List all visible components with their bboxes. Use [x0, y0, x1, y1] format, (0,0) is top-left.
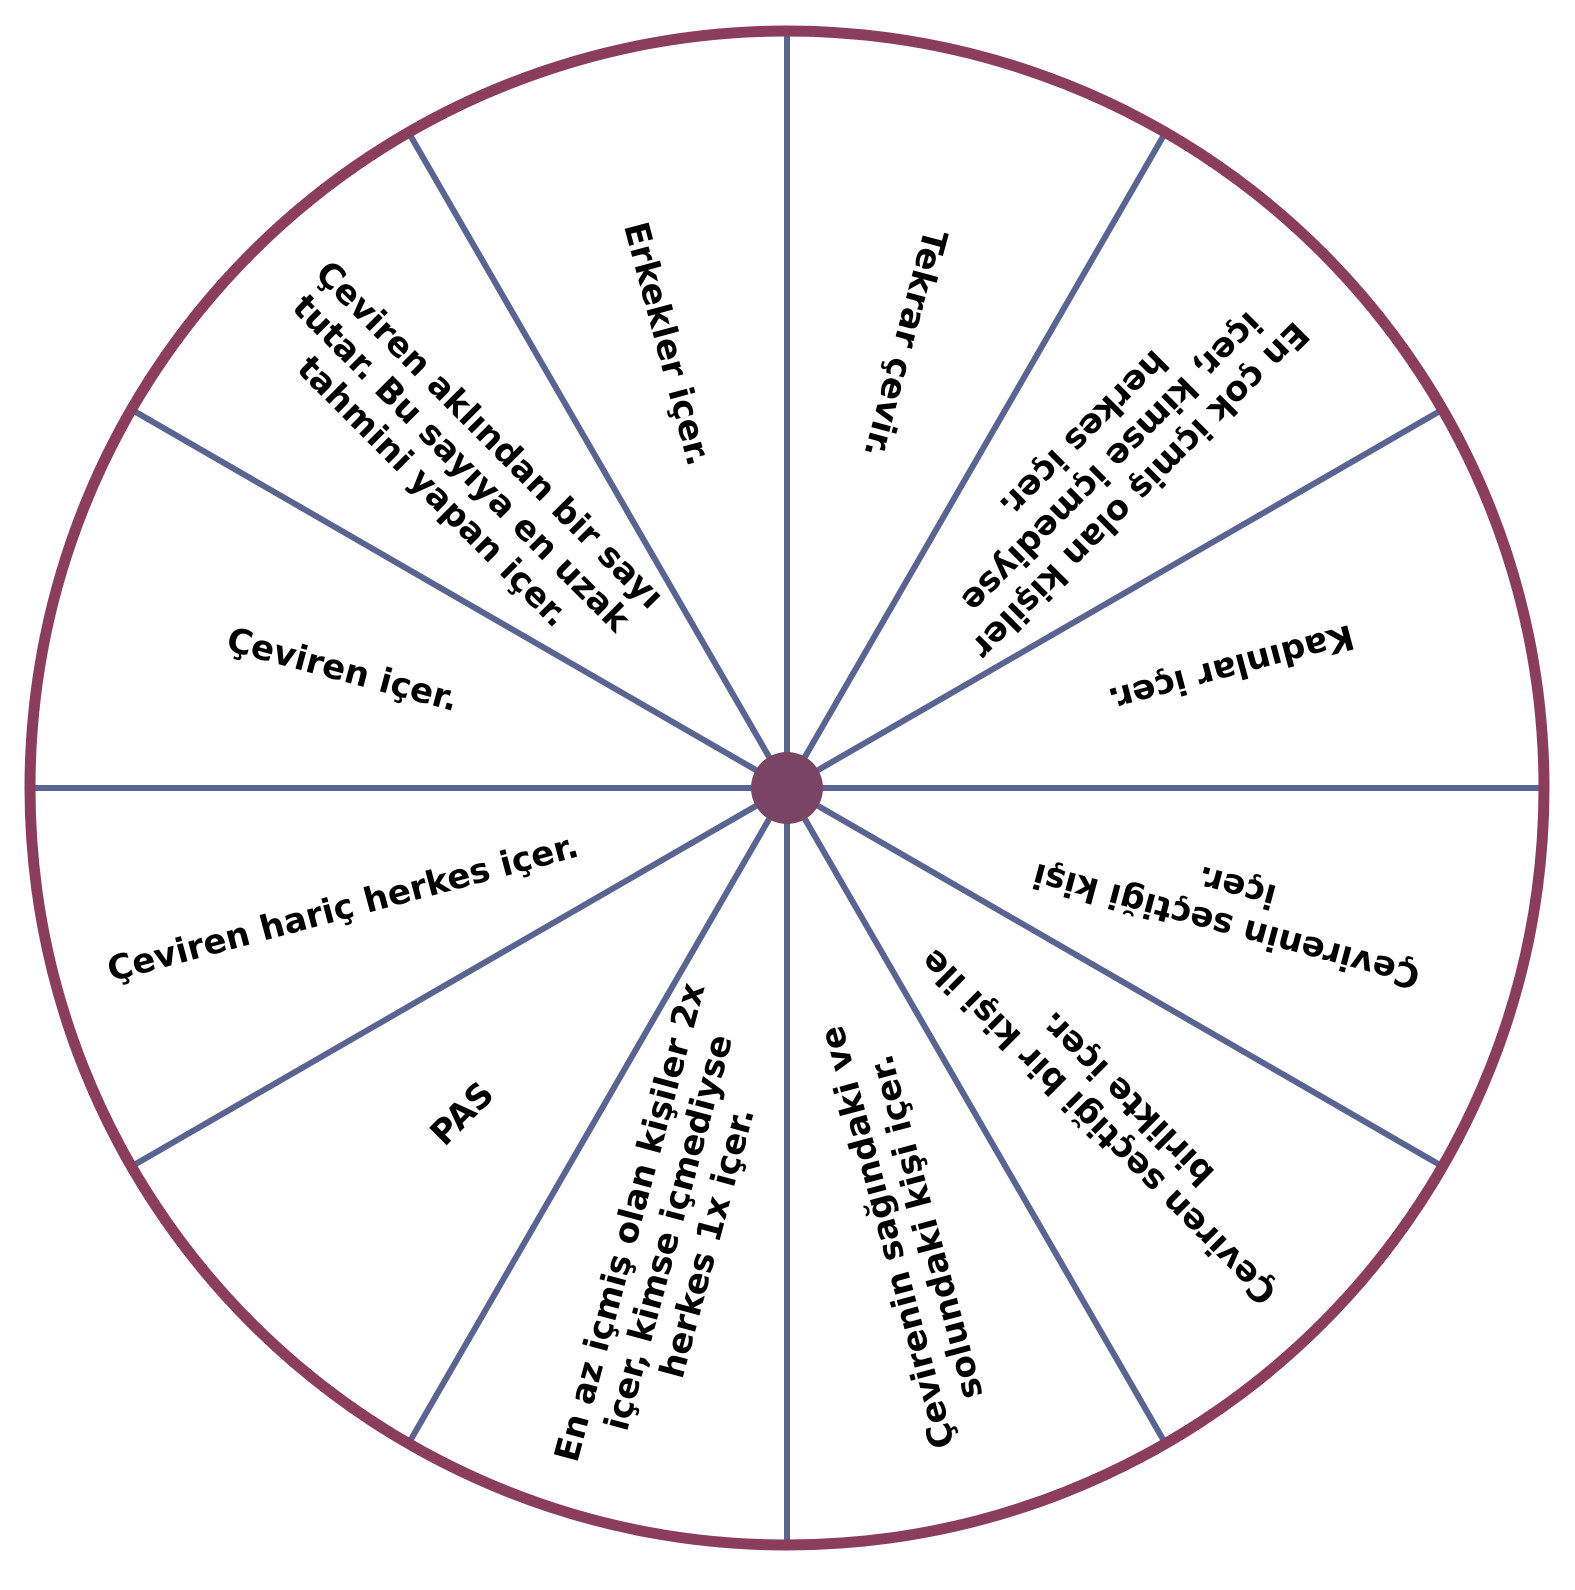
wheel-rim: [24, 25, 1550, 1551]
segment-divider: [405, 130, 790, 790]
segment-divider: [129, 406, 789, 791]
segment-dividers: [30, 31, 1544, 1545]
segment-divider: [784, 130, 1169, 790]
segment-divider: [785, 406, 1445, 791]
segment-divider: [129, 785, 789, 1170]
segment-divider: [405, 786, 790, 1446]
segment-divider: [784, 786, 1169, 1446]
wheel-hub: [751, 752, 823, 824]
segment-divider: [785, 785, 1445, 1170]
